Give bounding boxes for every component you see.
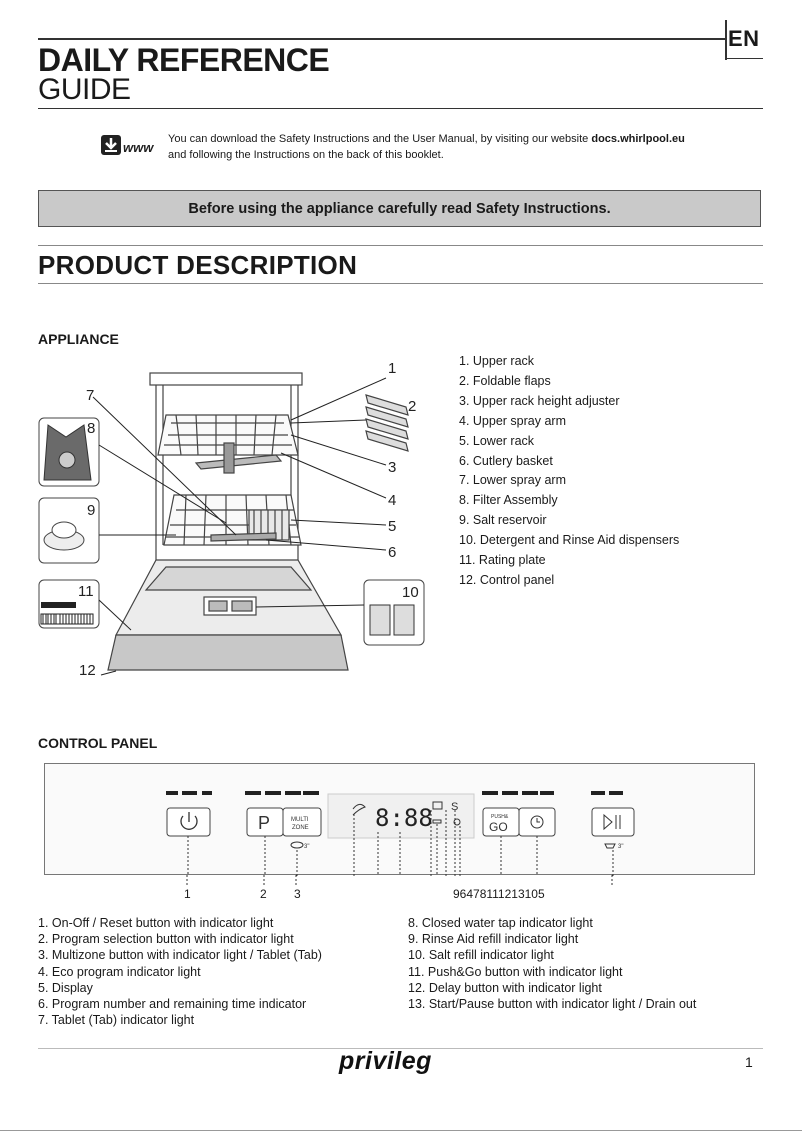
download-www-icon: www [100,133,160,159]
callout-3: 3 [388,459,396,476]
list-item: 1. On-Off / Reset button with indicator … [38,916,274,930]
language-code: EN [728,26,760,51]
list-item: 8. Closed water tap indicator light [408,916,593,930]
program-button[interactable]: P [246,807,284,837]
cp-number-3: 3 [294,887,301,901]
svg-text:P: P [258,813,270,833]
callout-9: 9 [87,502,95,519]
top-rule [38,38,726,40]
list-item: 13. Start/Pause button with indicator li… [408,997,697,1012]
parts-list: 1. Upper rack 2. Foldable flaps 3. Upper… [459,352,679,591]
display: 8:88 S [327,793,475,839]
list-item: 1. Upper rack [459,354,535,368]
page-title-line1: DAILY REFERENCE [38,42,330,78]
svg-text:GO: GO [489,820,508,834]
callout-7: 7 [86,387,94,404]
callout-2: 2 [408,398,416,415]
list-item: 2. Foldable flaps [459,373,551,388]
display-digits: 8:88 [375,804,433,832]
list-item: 5. Display [38,980,93,995]
cp-number-2: 2 [260,887,267,901]
svg-text:3": 3" [618,844,623,850]
rinse-aid-icon [453,818,461,826]
safety-banner: Before using the appliance carefully rea… [38,190,761,227]
list-item: 5. Lower rack [459,433,535,448]
list-item: 10. Salt refill indicator light [408,948,554,963]
control-panel-list-right: 8. Closed water tap indicator light 9. R… [408,915,696,1012]
list-item: 12. Delay button with indicator light [408,980,602,995]
list-item: 4. Eco program indicator light [38,964,201,979]
cp-number-1: 1 [184,887,191,901]
callout-8: 8 [87,420,95,437]
title-rule [38,108,763,109]
control-panel-list-left: 1. On-Off / Reset button with indicator … [38,915,322,1028]
list-item: 2. Program selection button with indicat… [38,932,294,947]
delay-button[interactable] [518,807,556,837]
multizone-button[interactable]: MULTI ZONE [282,807,322,837]
list-item: 9. Rinse Aid refill indicator light [408,932,579,947]
list-item: 9. Salt reservoir [459,513,547,528]
top-rule-right [727,58,763,59]
start-pause-button[interactable] [591,807,635,837]
list-item: 7. Tablet (Tab) indicator light [38,1013,195,1028]
list-item: 4. Upper spray arm [459,413,566,428]
tablet-icon: 3" [290,841,309,850]
callout-1: 1 [388,360,396,377]
download-notice: You can download the Safety Instructions… [168,131,768,163]
download-text-line1: You can download the Safety Instructions… [168,133,592,145]
product-description-title: PRODUCT DESCRIPTION [38,250,358,280]
page-title-line2: GUIDE [38,73,131,106]
section-rule-top [38,245,763,246]
water-tap-icon [432,819,442,824]
lang-divider [725,20,727,60]
callout-6: 6 [388,544,396,561]
page-number: 1 [745,1054,753,1070]
callout-4: 4 [388,492,396,509]
svg-text:3": 3" [304,844,309,850]
callout-11: 11 [78,583,94,600]
www-label: www [123,140,154,155]
callout-10: 10 [402,584,419,601]
download-text-line2: and following the Instructions on the ba… [168,149,444,161]
list-item: 7. Lower spray arm [459,473,566,488]
brand-logo: privileg [339,1047,432,1075]
list-item: 3. Upper rack height adjuster [459,393,620,408]
on-off-button[interactable] [166,807,211,837]
footer-rule [38,1048,763,1049]
callout-12: 12 [79,662,96,679]
list-item: 8. Filter Assembly [459,493,558,508]
control-panel-diagram: P MULTI ZONE 3" 8:88 S PUSH& GO [44,763,755,876]
callout-5: 5 [388,518,396,535]
list-item: 11. Push&Go button with indicator light [408,964,623,979]
list-item: 3. Multizone button with indicator light… [38,948,322,963]
section-rule-bottom [38,283,763,284]
push-go-button[interactable]: PUSH& GO [482,807,520,837]
list-item: 12. Control panel [459,572,555,587]
control-panel-heading: CONTROL PANEL [38,735,158,751]
salt-s-indicator: S [451,801,458,813]
list-item: 6. Program number and remaining time ind… [38,997,307,1012]
dishwasher-illustration: 1 2 3 4 5 6 7 8 9 11 10 12 [36,345,456,695]
bottom-rule [0,1130,802,1131]
drain-icon: 3" [604,843,623,850]
svg-text:ZONE: ZONE [292,825,309,831]
tablet-indicator-icon [432,801,443,810]
cp-numbers-right: 96478111213105 [453,887,545,901]
list-item: 11. Rating plate [459,553,546,568]
eco-icon [352,803,366,816]
list-item: 6. Cutlery basket [459,453,553,468]
svg-text:PUSH&: PUSH& [491,814,509,820]
list-item: 10. Detergent and Rinse Aid dispensers [459,533,680,548]
leader-extensions [44,875,755,894]
website-link[interactable]: docs.whirlpool.eu [591,133,685,145]
svg-text:MULTI: MULTI [291,817,309,823]
appliance-heading: APPLIANCE [38,331,119,347]
